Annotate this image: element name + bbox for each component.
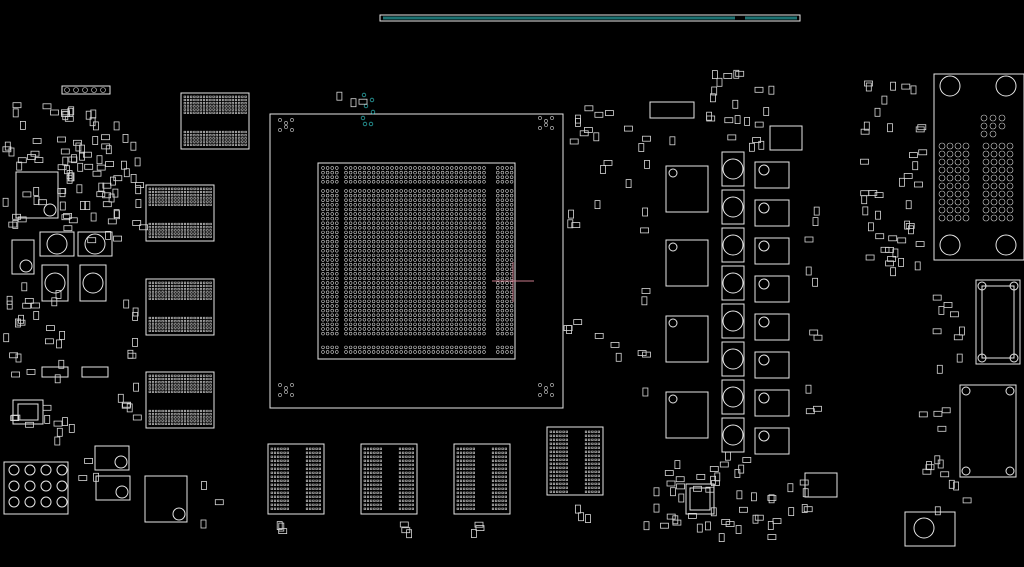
memory-chip[interactable]: [267, 443, 325, 515]
inductor: [754, 237, 790, 265]
capacitor: [721, 379, 745, 415]
io-connector[interactable]: [904, 511, 956, 547]
inductor: [754, 199, 790, 227]
power-inductor[interactable]: [665, 391, 709, 439]
vrm-section[interactable]: [665, 151, 790, 455]
power-inductor[interactable]: [665, 165, 709, 213]
capacitor: [721, 227, 745, 263]
memory-chip[interactable]: [453, 443, 511, 515]
power-inductor[interactable]: [665, 239, 709, 287]
via-cluster: [360, 92, 376, 127]
edge-connector[interactable]: [379, 14, 801, 22]
io-connectors[interactable]: [904, 73, 1024, 547]
inductor: [754, 351, 790, 379]
inductor: [754, 161, 790, 189]
power-inductor[interactable]: [665, 315, 709, 363]
io-connector[interactable]: [933, 73, 1024, 261]
gpu-bga-package[interactable]: [269, 113, 564, 409]
memory-chip[interactable]: [180, 92, 250, 150]
memory-chip[interactable]: [145, 371, 215, 429]
memory-chip[interactable]: [360, 443, 418, 515]
inductor: [754, 427, 790, 455]
memory-chip[interactable]: [145, 278, 215, 336]
memory-chips-left[interactable]: [145, 92, 250, 429]
io-connector[interactable]: [959, 384, 1017, 478]
inductor: [754, 313, 790, 341]
gpu-ball-grid: [321, 166, 514, 354]
capacitor: [721, 189, 745, 225]
capacitor: [721, 265, 745, 301]
capacitor: [721, 151, 745, 187]
io-connector[interactable]: [975, 279, 1021, 365]
gpu-corner-pads: [278, 116, 554, 397]
memory-chip[interactable]: [145, 184, 215, 242]
memory-chip[interactable]: [546, 426, 604, 496]
smd-components: [2, 69, 972, 542]
inductor: [754, 389, 790, 417]
capacitor: [721, 341, 745, 377]
memory-chips-bottom[interactable]: [267, 426, 604, 515]
capacitor: [721, 417, 745, 453]
capacitor: [721, 303, 745, 339]
cursor-crosshair: [492, 262, 534, 302]
inductor: [754, 275, 790, 303]
